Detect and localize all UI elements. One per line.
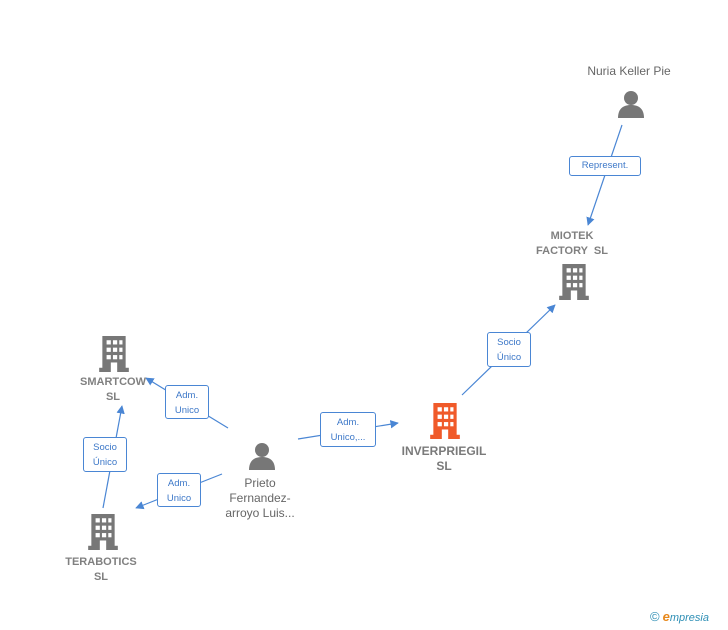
node-label-miotek[interactable]: MIOTEK FACTORY SL	[522, 229, 622, 259]
node-label-smartcow[interactable]: SMARTCOW SL	[63, 375, 163, 405]
node-label-inverpriegil[interactable]: INVERPRIEGIL SL	[388, 444, 500, 474]
prieto-line1: Prieto	[244, 476, 276, 490]
miotek-line1: MIOTEK	[550, 230, 594, 242]
adm-smartcow-line2: Unico	[174, 405, 200, 416]
node-label-terabotics[interactable]: TERABOTICS SL	[51, 555, 151, 585]
building-icon-miotek[interactable]	[559, 264, 589, 300]
edge-label-represent[interactable]: Represent.	[569, 156, 641, 176]
edge-label-adm-terabotics[interactable]: Adm. Unico	[157, 473, 201, 507]
brand-rest: mpresia	[669, 612, 709, 624]
building-icon-smartcow[interactable]	[99, 336, 129, 372]
socio-smartcow-line2: Único	[92, 457, 118, 468]
adm-smartcow-line1: Adm.	[175, 390, 199, 401]
adm-inverpriegil-line1: Adm.	[336, 417, 360, 428]
copyright-icon: ©	[650, 609, 660, 624]
empresia-logo[interactable]: ©empresia	[650, 609, 709, 624]
building-icon-inverpriegil[interactable]	[430, 403, 460, 439]
inverpriegil-line2: SL	[436, 459, 452, 473]
terabotics-line1: TERABOTICS	[65, 556, 137, 568]
prieto-line3: arroyo Luis...	[225, 506, 295, 520]
miotek-line2: FACTORY SL	[536, 245, 608, 257]
nuria-name: Nuria Keller Pie	[587, 64, 671, 78]
prieto-line2: Fernandez-	[229, 491, 291, 505]
represent-text: Represent.	[581, 160, 629, 171]
edge-label-socio-unico-smartcow[interactable]: Socio Único	[83, 437, 127, 472]
socio-miotek-line2: Único	[496, 352, 522, 363]
inverpriegil-line1: INVERPRIEGIL	[401, 444, 487, 458]
edges	[102, 124, 623, 510]
edge-label-socio-unico-miotek[interactable]: Socio Único	[487, 332, 531, 367]
edge-label-adm-inverpriegil[interactable]: Adm. Unico,...	[320, 412, 376, 447]
smartcow-line2: SL	[105, 391, 121, 403]
socio-miotek-line1: Socio	[497, 337, 521, 348]
terabotics-line2: SL	[93, 571, 109, 583]
brand-e: e	[662, 609, 670, 624]
building-icon-terabotics[interactable]	[88, 514, 118, 550]
socio-smartcow-line1: Socio	[93, 442, 117, 453]
person-icon-nuria[interactable]	[618, 91, 644, 118]
node-label-nuria[interactable]: Nuria Keller Pie	[570, 64, 688, 79]
adm-terabotics-line2: Unico	[166, 493, 192, 504]
adm-inverpriegil-line2: Unico,...	[330, 432, 366, 443]
smartcow-line1: SMARTCOW	[80, 376, 146, 388]
edge-label-adm-smartcow[interactable]: Adm. Unico	[165, 385, 209, 419]
adm-terabotics-line1: Adm.	[167, 478, 191, 489]
node-label-prieto[interactable]: Prieto Fernandez- arroyo Luis...	[210, 476, 310, 521]
person-icon-prieto[interactable]	[249, 443, 275, 470]
